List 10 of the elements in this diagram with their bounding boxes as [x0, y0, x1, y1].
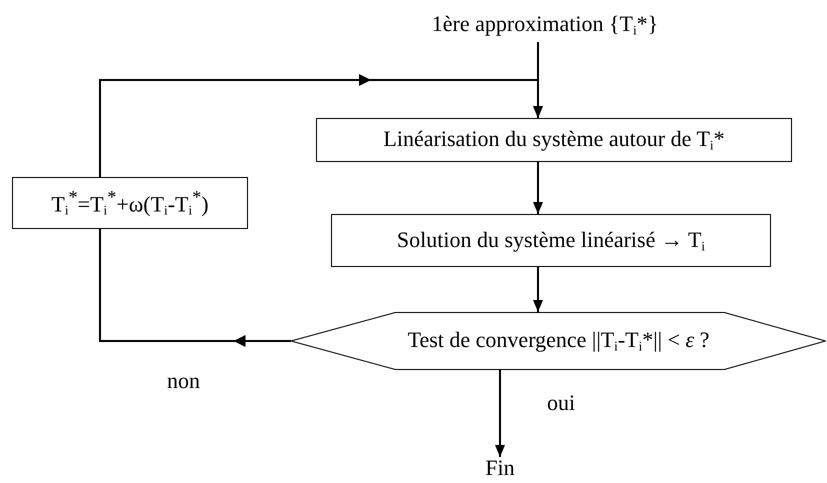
decision-hexagon — [291, 312, 826, 370]
node-text: Linéarisation du système autour de T$_{i}$* — [383, 126, 725, 154]
node-text: T$_{i}$$^{*}$=T$_{i}$$^{*}$+ω(T$_{i}$-T$_{i}$$^{*}$) — [51, 187, 209, 219]
process-box — [316, 118, 792, 162]
end-text: Fin — [485, 455, 515, 481]
node-text: Solution du système linéarisé → T$_{i}$ — [396, 226, 706, 254]
process-box — [331, 214, 771, 267]
process-box — [12, 177, 248, 229]
start-text: 1ère approximation {T$_{i}$*} — [432, 11, 658, 39]
node-text: Test de convergence ||T$_{i}$-T$_{i}$*|| < ε ? — [408, 327, 710, 355]
